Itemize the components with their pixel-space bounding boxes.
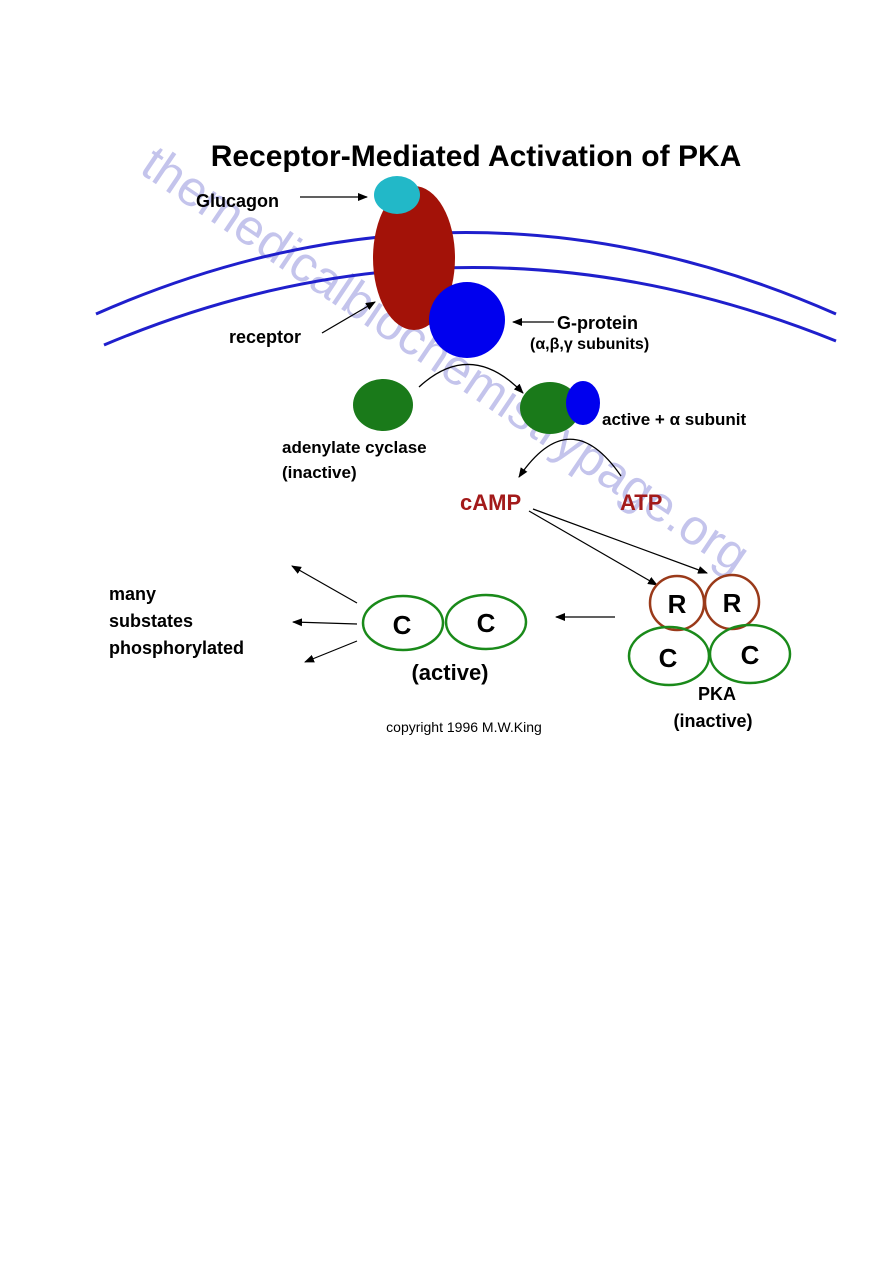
- page-title: Receptor-Mediated Activation of PKA: [211, 140, 742, 173]
- membrane-outer: [95, 231, 837, 316]
- active-c-letter-2: C: [477, 608, 496, 638]
- substrate-arrow-3: [304, 640, 358, 663]
- substrates-label-line-2: substates: [109, 611, 193, 631]
- pka-label: PKA: [698, 684, 736, 704]
- g-protein-label: G-protein: [557, 313, 638, 333]
- glucagon-shape: [374, 176, 420, 214]
- g-protein-subunits-label: (α,β,γ subunits): [530, 336, 649, 353]
- camp-label: cAMP: [460, 490, 521, 515]
- camp-to-r-arrow-2: [532, 508, 708, 574]
- g-protein-shape: [429, 282, 505, 358]
- receptor-shape: [373, 186, 455, 330]
- adenylate-cyclase-inactive-label: (inactive): [282, 463, 357, 482]
- active-c-letter-1: C: [393, 610, 412, 640]
- pka-r-letter-1: R: [668, 589, 687, 619]
- active-c-subunit-1: [361, 594, 445, 652]
- substrate-arrow-1: [291, 565, 358, 604]
- activation-arc-arrow: [418, 363, 524, 394]
- copyright-text: copyright 1996 M.W.King: [386, 719, 542, 735]
- adenylate-cyclase-label: adenylate cyclase: [282, 438, 427, 457]
- active-c-subunit-2: [444, 593, 528, 651]
- membrane-inner: [103, 266, 837, 347]
- atp-to-camp-arrow: [518, 438, 622, 478]
- pka-c-letter-1: C: [659, 643, 678, 673]
- receptor-label: receptor: [229, 327, 301, 347]
- pka-c-letter-2: C: [741, 640, 760, 670]
- alpha-subunit-shape: [566, 381, 600, 425]
- adenylate-cyclase-inactive-shape: [353, 379, 413, 431]
- camp-to-r-arrow-1: [528, 510, 658, 586]
- atp-label: ATP: [620, 490, 662, 515]
- active-label: (active): [411, 660, 488, 685]
- pka-r-letter-2: R: [723, 588, 742, 618]
- receptor-arrow: [321, 301, 376, 334]
- active-alpha-label: active + α subunit: [602, 410, 746, 429]
- pka-c-subunit-2: [708, 623, 792, 685]
- glucagon-label: Glucagon: [196, 191, 279, 211]
- adenylate-cyclase-active-shape: [520, 382, 580, 434]
- substrates-label-line-1: many: [109, 584, 156, 604]
- substrates-label-line-3: phosphorylated: [109, 638, 244, 658]
- pka-inactive-label: (inactive): [673, 711, 752, 731]
- substrate-arrow-2: [292, 618, 358, 627]
